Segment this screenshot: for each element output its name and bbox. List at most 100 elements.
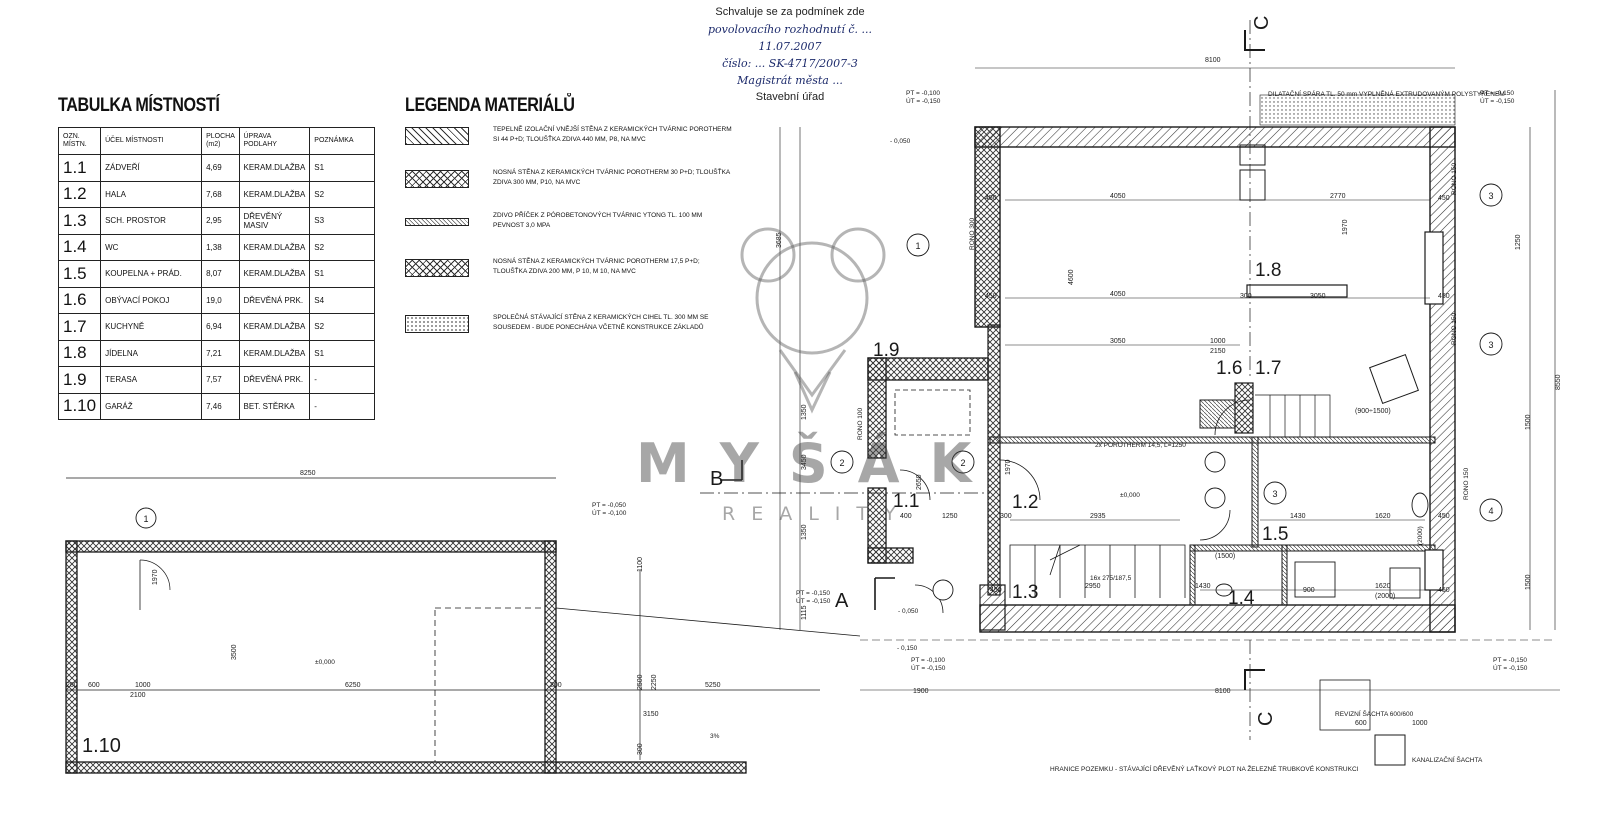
room-area: 1,38 (201, 233, 240, 261)
dim-2000-bottom: (2000) (1375, 593, 1395, 600)
room-area: 4,69 (201, 154, 240, 182)
axis-circle-3 (1479, 183, 1503, 207)
dim-4050-a: 4050 (1110, 193, 1126, 200)
level-ut5: ÚT = -0,150 (911, 663, 946, 672)
dim-2770: 2770 (1330, 193, 1346, 200)
dim-3150: 3150 (643, 711, 659, 718)
legend-item: NOSNÁ STĚNA Z KERAMICKÝCH TVÁRNIC POROTH… (405, 169, 735, 200)
room-id: 1.4 (57, 233, 102, 261)
stamp-line-4: Magistrát města ... (737, 74, 843, 87)
dim-3050-a: 3050 (1310, 293, 1326, 300)
room-note: S3 (309, 207, 376, 235)
dim-3685: 3685 (776, 232, 783, 248)
level-ut2: ÚT = -0,150 (1480, 96, 1515, 105)
level-ut4: ÚT = -0,150 (796, 596, 831, 605)
stamp-line-1: Schvaluje se za podmínek zde (715, 6, 865, 18)
room-floor: KERAM.DLAŽBA (238, 339, 311, 367)
legend-text: TEPELNĚ IZOLAČNÍ VNĚJŠÍ STĚNA Z KERAMICK… (493, 126, 732, 143)
dim-450-a: 450 (985, 195, 997, 202)
room-id: 1.10 (57, 392, 102, 420)
legend-text: NOSNÁ STĚNA Z KERAMICKÝCH TVÁRNIC POROTH… (493, 169, 730, 186)
dim-8550: 8550 (1555, 374, 1562, 390)
level-pt4: PT = -0,150 (796, 590, 830, 597)
room-floor: DŘEVĚNÝ MASIV (238, 207, 311, 235)
section-mark-a: A (835, 590, 849, 612)
room-floor: KERAM.DLAŽBA (238, 154, 311, 182)
section-mark-c-bottom: C (1255, 712, 1277, 726)
room-note: S4 (309, 286, 376, 314)
dim-100: 300 (1240, 293, 1252, 300)
garage-left-wall (65, 540, 78, 774)
room-label-1-6: 1.6 (1216, 358, 1242, 379)
dim-8100-top: 8100 (1205, 57, 1221, 64)
room-purpose: JÍDELNA (100, 339, 203, 367)
dim-6250: 6250 (345, 682, 361, 689)
stamp-line-3: číslo: ... SK-4717/2007-3 (722, 57, 858, 70)
room-purpose: SCH. PROSTOR (100, 207, 203, 235)
note-dilatation: DILATAČNÍ SPÁRA TL. 50 mm VYPLNĚNÁ EXTRU… (1268, 89, 1505, 98)
dim-300-garage: 300 (637, 743, 644, 755)
room-note: - (309, 366, 376, 394)
room-id: 1.3 (57, 207, 102, 235)
dim-1350-a: 1350 (801, 404, 808, 420)
room-table: OZN. MÍSTN. ÚČEL MÍSTNOSTI PLOCHA (m2) Ú… (57, 127, 376, 420)
house-west-wall-upper (974, 126, 1001, 328)
dim-2150: 2150 (1210, 348, 1226, 355)
dim-1430: 1430 (1290, 513, 1306, 520)
room-id: 1.8 (57, 339, 102, 367)
note-shaft: REVIZNÍ ŠACHTA 600/600 (1335, 709, 1414, 718)
room-label-1-7: 1.7 (1255, 358, 1281, 379)
dim-450-b: 450 (985, 293, 997, 300)
dim-1250: 1250 (942, 513, 958, 520)
dim-600: 600 (88, 682, 100, 689)
approval-stamp: Schvaluje se za podmínek zde povolovacíh… (690, 4, 890, 106)
staircase (1009, 544, 1186, 598)
level-pt5: PT = -0,100 (911, 657, 945, 664)
dim-450-g: 450 (1438, 513, 1450, 520)
level-zero-garage: ±0,000 (315, 659, 335, 666)
room-label-1-1: 1.1 (893, 491, 919, 512)
room-label-1-2: 1.2 (1012, 492, 1038, 513)
room-floor: KERAM.DLAŽBA (238, 260, 311, 288)
room-floor: BET. STĚRKA (238, 392, 311, 420)
legend-title: LEGENDA MATERIÁLŮ (405, 95, 575, 116)
axis-label-1: 1 (915, 241, 920, 251)
dim-2935: 2935 (1090, 513, 1106, 520)
legend-item: SPOLEČNÁ STÁVAJÍCÍ STĚNA Z KERAMICKÝCH C… (405, 314, 735, 345)
note-sewer: KANALIZAČNÍ ŠACHTA (1412, 755, 1483, 764)
room-label-1-3: 1.3 (1012, 582, 1038, 603)
dim-450-c: 450 (1438, 195, 1450, 202)
garage-right-wall (544, 540, 557, 774)
legend-swatch (405, 170, 469, 188)
th-note: POZNÁMKA (309, 127, 376, 155)
axis-markers (135, 183, 1503, 601)
level-pt2: PT = -0,150 (1480, 90, 1514, 97)
th-area: PLOCHA (m2) (201, 127, 240, 155)
level-m050-top: - 0,050 (890, 138, 911, 145)
level-zero-hall: ±0,000 (1120, 492, 1140, 499)
garage-plan (65, 477, 861, 774)
room-id: 1.9 (57, 366, 102, 394)
garage-top-wall (65, 540, 557, 553)
legend-text: ZDIVO PŘÍČEK Z PÓROBETONOVÝCH TVÁRNIC YT… (493, 212, 703, 229)
dim-1350-b: 1350 (801, 524, 808, 540)
dim-1970-c: 1970 (1342, 219, 1349, 235)
axis-circle-2b (951, 450, 975, 474)
legend-swatch (405, 218, 469, 226)
axis-label-3c: 3 (1272, 489, 1277, 499)
dim-1620-b: 1620 (1375, 583, 1391, 590)
garage-slope-line (555, 607, 861, 637)
room-note: S1 (309, 339, 376, 367)
note-rono-150-a: RONO 150 (1451, 162, 1458, 195)
room-id: 1.6 (57, 286, 102, 314)
axis-circle-3c (1263, 481, 1287, 505)
dim-3450: 3450 (801, 454, 808, 470)
axis-label-garage: 1 (143, 514, 148, 524)
dim-4050-b: 4050 (1110, 291, 1126, 298)
axis-circle-4 (1479, 498, 1503, 522)
room-table-title: TABULKA MÍSTNOSTÍ (58, 95, 220, 116)
